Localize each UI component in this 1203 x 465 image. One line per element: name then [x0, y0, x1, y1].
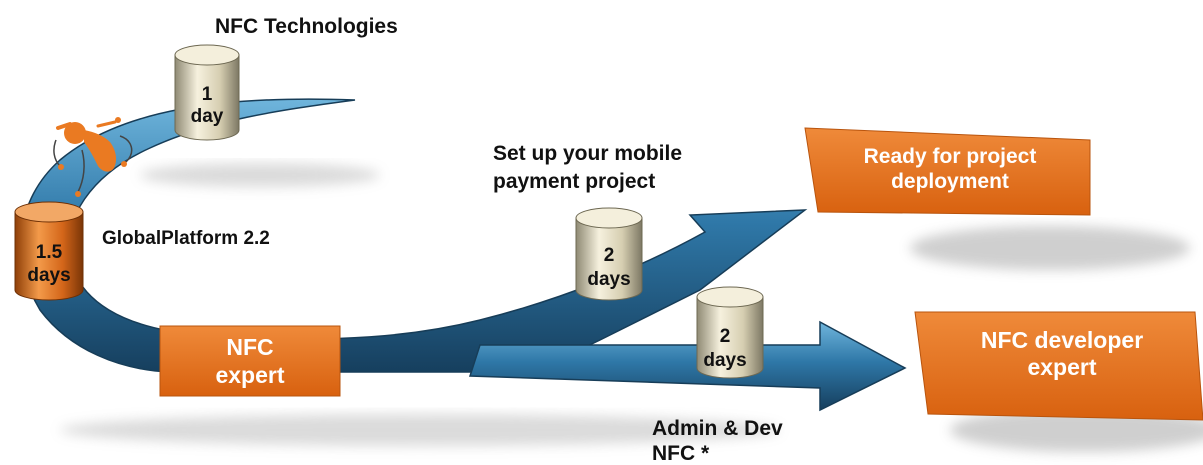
developer-expert-box: NFC developer expert — [914, 311, 1203, 421]
nfc-expert-box: NFC expert — [159, 325, 341, 397]
cyl-gp-line1: 1.5 — [36, 242, 63, 263]
nfc-expert-line1: NFC — [226, 334, 273, 360]
cylinder-nfc-technologies: 1 day — [174, 44, 240, 141]
cyl-mobile-line2: days — [587, 269, 630, 290]
cyl-mobile-line1: 2 — [604, 245, 615, 266]
label-admin-dev-line1: Admin & Dev — [652, 417, 783, 440]
lower-arrow — [468, 320, 907, 412]
cyl-gp-line2: days — [27, 265, 70, 286]
ready-deployment-box: Ready for project deployment — [804, 127, 1091, 216]
cyl-nfc-line1: 1 — [202, 84, 213, 105]
label-mobile-payment-line1: Set up your mobile — [493, 142, 682, 165]
developer-box-line1: NFC developer — [981, 327, 1143, 353]
label-mobile-payment-line2: payment project — [493, 170, 655, 193]
developer-box-line2: expert — [1027, 354, 1096, 380]
cylinder-admin-dev: 2 days — [696, 286, 764, 379]
running-person-icon — [53, 117, 133, 197]
ready-box-line1: Ready for project — [864, 145, 1037, 168]
label-nfc-technologies: NFC Technologies — [215, 15, 398, 38]
cylinder-mobile-payment: 2 days — [575, 207, 643, 301]
cylinder-globalplatform: 1.5 days — [14, 201, 84, 301]
cyl-nfc-line2: day — [191, 106, 224, 127]
label-admin-dev-line2: NFC * — [652, 442, 710, 465]
nfc-expert-line2: expert — [215, 362, 284, 388]
label-globalplatform: GlobalPlatform 2.2 — [102, 228, 270, 249]
cyl-admin-line2: days — [703, 350, 746, 371]
cyl-admin-line1: 2 — [720, 326, 731, 347]
ready-box-line2: deployment — [891, 170, 1009, 193]
